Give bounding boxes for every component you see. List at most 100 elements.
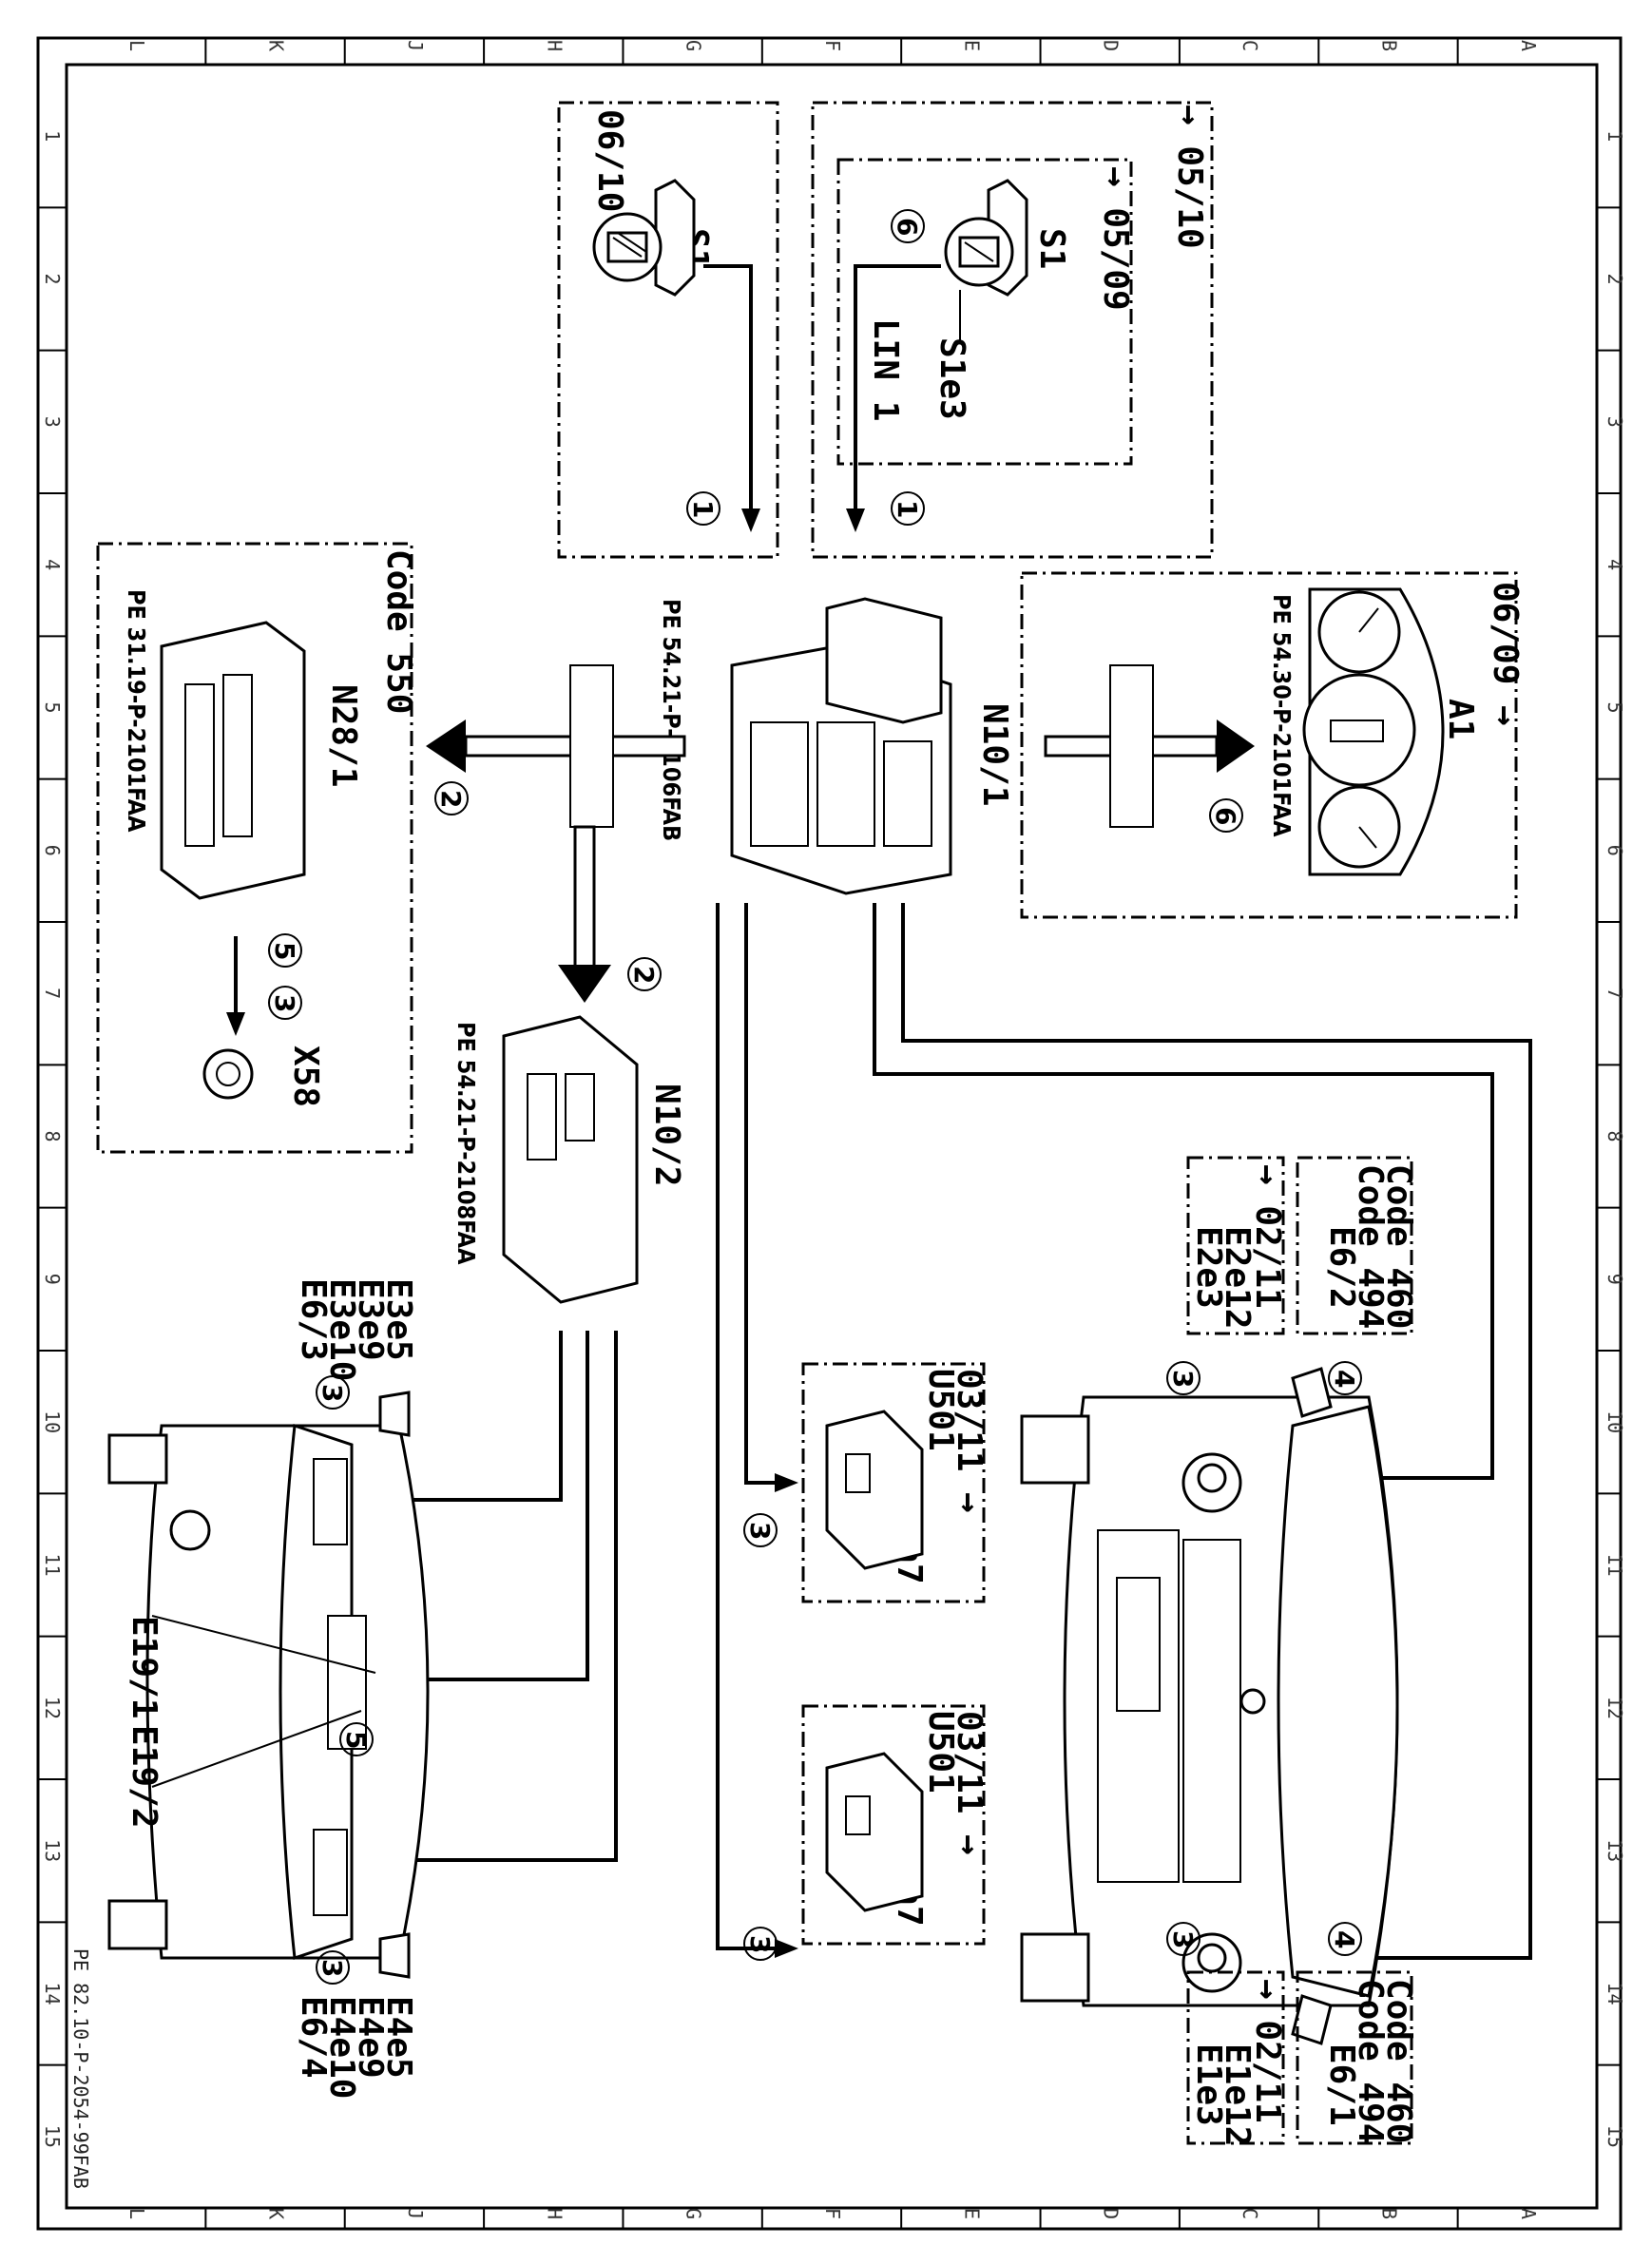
grid-row-label: 3	[41, 416, 64, 428]
grid-row-label: 9	[41, 1274, 64, 1285]
e2n7-u: U501	[921, 1369, 960, 1451]
rear-lower-e-c: E4e10	[322, 1996, 361, 2099]
front-wire-upper-lamp	[873, 903, 1494, 1480]
e2n7-date: 03/11 →	[950, 1369, 989, 1513]
rear-lower-e-a: E4e5	[379, 1996, 418, 2079]
rear-upper-e-a: E3e5	[379, 1278, 418, 1361]
grid-row-label: 4	[1604, 559, 1626, 570]
grid-row-label: 9	[1604, 1274, 1626, 1285]
s1-top-arrow	[741, 508, 760, 532]
rear-lower-e-b: E4e9	[351, 1996, 390, 2079]
front-upper-date-box	[1186, 1156, 1285, 1335]
grid-column-label: J	[404, 2208, 427, 2219]
rear-lower-e-d: E6/4	[294, 1996, 333, 2079]
front-lower-date: → 02/11	[1248, 1979, 1287, 2123]
s1-lin-wire	[854, 264, 941, 523]
grid-column-label: F	[821, 40, 844, 51]
grid-column-label: A	[1517, 2208, 1540, 2219]
s1-lin-callout-b: 1	[892, 500, 923, 518]
s1-top-box	[557, 101, 779, 559]
can-b-left-arrowhead	[426, 719, 466, 773]
rear-wire-lower	[356, 1331, 618, 1862]
grid-row-label: 5	[1604, 701, 1626, 713]
grid-row-label: 15	[1604, 2125, 1626, 2148]
outer-frame	[36, 36, 1623, 2231]
front-lower-e-a: E1e12	[1218, 2043, 1257, 2146]
front-upper-e-b: E2e3	[1189, 1226, 1228, 1309]
front-wire-e1n7	[716, 903, 789, 1950]
grid-column-label: C	[1239, 2208, 1261, 2219]
n28-1-label: N28/1	[324, 684, 363, 787]
can-b-down-shaft	[573, 825, 596, 971]
grid-row-label: 2	[1604, 273, 1626, 284]
grid-row-label: 2	[41, 273, 64, 284]
grid-column-label: F	[821, 2208, 844, 2219]
rear-center-callout: 5	[340, 1731, 372, 1749]
grid-row-label: 14	[41, 1982, 64, 2005]
s1-lin-sub: S1e3	[932, 337, 971, 420]
grid-column-label: B	[1377, 2208, 1400, 2219]
e2n7-callout: 3	[744, 1522, 776, 1540]
front-wire-e2n7	[744, 903, 789, 1485]
rear-upper-callout: 3	[317, 1384, 348, 1402]
grid-row-label: 8	[1604, 1130, 1626, 1142]
inner-frame	[65, 63, 1599, 2210]
a1-label: A1	[1441, 699, 1480, 739]
front-lower-e-b: E1e3	[1189, 2043, 1228, 2126]
grid-row-label: 11	[41, 1553, 64, 1576]
grid-column-label: D	[1100, 40, 1123, 51]
x58-socket-icon	[202, 1048, 254, 1100]
ignition-switch-lin-icon	[944, 179, 1028, 297]
n28-1-box	[96, 542, 413, 1154]
s1-top-callout: 1	[687, 500, 719, 518]
n10-1-label: N10/1	[975, 703, 1014, 806]
grid-column-label: L	[125, 2208, 148, 2219]
headlamp-module-e2n7-icon	[825, 1410, 924, 1570]
grid-row-label: 10	[1604, 1410, 1626, 1433]
front-lower-date-box	[1186, 1970, 1285, 2145]
headlamp-module-e1n7-icon	[825, 1752, 924, 1912]
n10-2-ref: PE 54.21-P-2108FAA	[452, 1022, 480, 1265]
n10-2-label: N10/2	[647, 1084, 686, 1186]
document-id: PE 82.10-P-2054-99FAB	[69, 1948, 92, 2189]
front-upper-code-b: Code 494	[1351, 1164, 1390, 1329]
rear-upper-e-b: E3e9	[351, 1278, 390, 1361]
grid-column-label: E	[960, 2208, 983, 2219]
grid-column-label: H	[543, 2208, 566, 2219]
front-lower-callout-a: 4	[1329, 1930, 1360, 1948]
grid-row-label: 10	[41, 1410, 64, 1433]
front-upper-callout-b: 3	[1167, 1370, 1199, 1388]
rear-sam-n10-2-icon	[502, 1015, 639, 1304]
instrument-cluster-icon	[1302, 587, 1445, 876]
rear-wire-upper	[356, 1331, 563, 1502]
grid-column-label: K	[265, 40, 288, 51]
s1-lin-outer-box	[811, 101, 1214, 559]
grid-column-label: D	[1100, 2208, 1123, 2219]
front-wire-lower-lamp	[901, 903, 1532, 1960]
grid-column-label: H	[543, 40, 566, 51]
grid-row-label: 3	[1604, 416, 1626, 428]
rear-wire-center	[380, 1331, 589, 1681]
e1n7-u: U501	[921, 1711, 960, 1794]
s1-top-wire	[703, 264, 753, 523]
grid-column-label: L	[125, 40, 148, 51]
n28-1-callout-a: 2	[435, 790, 467, 808]
a1-callout: 6	[1210, 807, 1241, 825]
front-upper-e-a: E2e12	[1218, 1226, 1257, 1329]
e19-1-label: E19/1	[125, 1616, 163, 1718]
grid-row-label: 14	[1604, 1982, 1626, 2005]
front-vehicle-icon	[1020, 1367, 1399, 2045]
s1-lin-inner-date: → 05/09	[1096, 166, 1135, 311]
grid-column-label: G	[682, 40, 705, 51]
grid-row-label: 1	[1604, 130, 1626, 142]
s1-lin-arrow	[846, 508, 865, 532]
n10-1-ref: PE 54.21-P-2106FAB	[658, 599, 685, 841]
can-b-down-arrowhead	[558, 965, 611, 1003]
front-upper-date: → 02/11	[1248, 1164, 1287, 1309]
front-lower-code-a: Code 460	[1379, 1979, 1418, 2143]
front-lower-code-box	[1296, 1970, 1413, 2145]
a1-ref: PE 54.30-P-2101FAA	[1268, 594, 1296, 837]
s1-lin-inner-box	[836, 158, 1133, 466]
s1-lin-callout-a: 6	[892, 218, 923, 236]
